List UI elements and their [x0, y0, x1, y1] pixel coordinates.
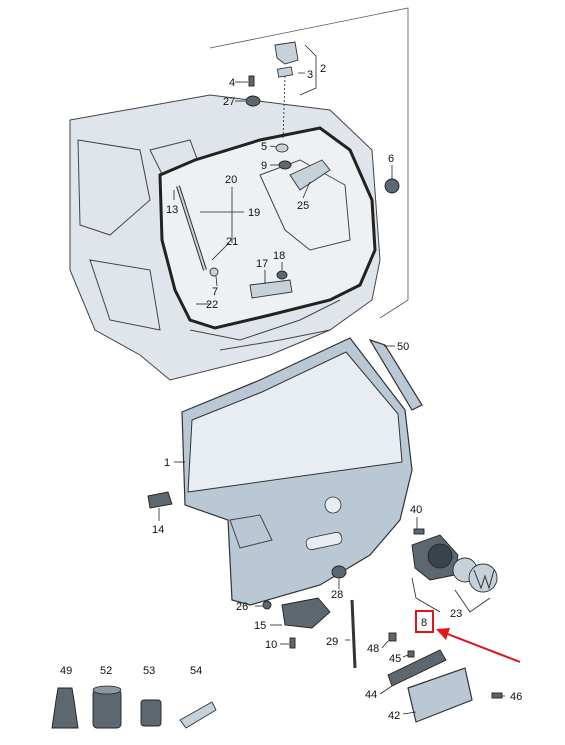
- group-outline-upper: [209, 7, 409, 319]
- label-50: 50: [397, 341, 409, 353]
- highlight-marker: [415, 610, 521, 663]
- bolt-46: [491, 692, 503, 699]
- buffer-28: [331, 565, 347, 579]
- highlight-arrow: [444, 632, 521, 663]
- label-3: 3: [307, 69, 313, 81]
- label-7: 7: [212, 286, 218, 298]
- clip-27: [245, 95, 261, 107]
- label-40: 40: [410, 504, 422, 516]
- bracket-25: [289, 159, 331, 191]
- label-20: 20: [225, 174, 237, 186]
- nut-26: [262, 600, 272, 610]
- label-14: 14: [152, 524, 164, 536]
- label-4: 4: [229, 77, 235, 89]
- label-44: 44: [365, 689, 377, 701]
- callout-labels: 2 3 4 27 5 6 9 20 13 25 19 21 18 17 7 22…: [60, 63, 522, 722]
- label-17: 17: [256, 258, 268, 270]
- label-49: 49: [60, 665, 72, 677]
- camera-housing-8: [411, 534, 459, 581]
- label-48: 48: [367, 643, 379, 655]
- label-22: 22: [206, 299, 218, 311]
- container-53: [140, 699, 162, 727]
- label-6: 6: [388, 153, 394, 165]
- label-15: 15: [254, 620, 266, 632]
- label-29: 29: [326, 636, 338, 648]
- highlight-box: [415, 610, 434, 633]
- bolt-10: [289, 637, 296, 649]
- label-42: 42: [388, 710, 400, 722]
- label-8: 8: [421, 617, 427, 629]
- license-plate-holder-42: [407, 667, 473, 723]
- label-5: 5: [261, 141, 267, 153]
- rod-29: [350, 599, 357, 669]
- tailgate-seal: [158, 126, 377, 330]
- gas-strut-13-19: [176, 185, 207, 271]
- highlight-arrowhead: [436, 628, 450, 640]
- label-53: 53: [143, 665, 155, 677]
- lock-15: [281, 597, 331, 629]
- hinge-assembly: [274, 41, 299, 141]
- emblem-23: [452, 557, 498, 593]
- spoiler-50: [368, 338, 423, 411]
- container-52: [92, 685, 122, 729]
- screw-40: [413, 528, 425, 535]
- label-10: 10: [265, 639, 277, 651]
- bump-stop-5: [275, 143, 289, 153]
- retainer-17: [249, 279, 293, 299]
- ball-stud-7: [209, 267, 219, 277]
- label-52: 52: [100, 665, 112, 677]
- label-46: 46: [510, 691, 522, 703]
- container-49: [51, 687, 79, 729]
- label-2: 2: [320, 63, 326, 75]
- label-21: 21: [226, 236, 238, 248]
- label-23: 23: [450, 608, 462, 620]
- label-54: 54: [190, 665, 202, 677]
- label-18: 18: [273, 250, 285, 262]
- nut-9: [278, 160, 292, 170]
- license-plate-holder-44: [387, 649, 447, 687]
- label-26: 26: [236, 601, 248, 613]
- leader-lines: [158, 44, 505, 715]
- bolt-4: [248, 75, 255, 87]
- label-45: 45: [389, 653, 401, 665]
- retainer-18: [276, 270, 288, 280]
- tailgate-1: [181, 337, 413, 606]
- tube-54: [179, 701, 217, 729]
- label-25: 25: [297, 200, 309, 212]
- label-19: 19: [248, 207, 260, 219]
- nut-48: [388, 632, 397, 642]
- clip-45: [407, 650, 415, 658]
- label-27: 27: [223, 96, 235, 108]
- label-28: 28: [331, 589, 343, 601]
- label-13: 13: [166, 204, 178, 216]
- label-9: 9: [261, 160, 267, 172]
- vehicle-body: [69, 94, 381, 381]
- grommet-6: [384, 178, 400, 194]
- label-1: 1: [164, 457, 170, 469]
- buffer-14: [147, 491, 173, 509]
